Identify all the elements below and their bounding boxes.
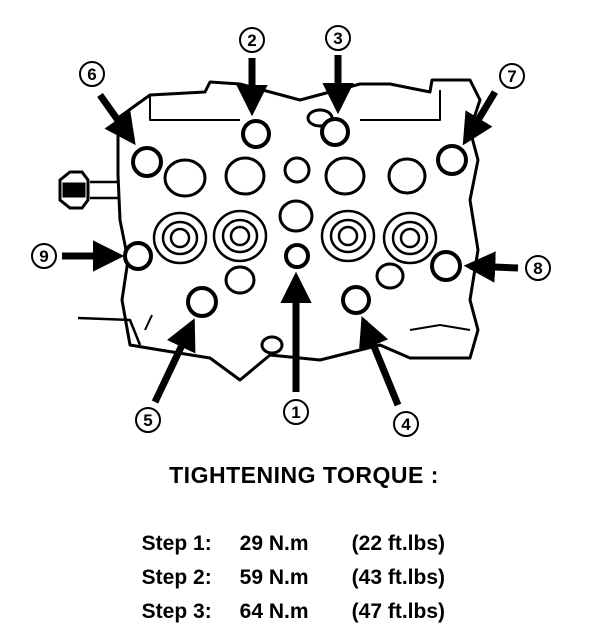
bolt-5 [186, 286, 218, 318]
callout-7: 7 [499, 63, 525, 89]
bolt-3 [320, 117, 350, 147]
step-label: Step 1: [141, 532, 212, 555]
step-label: Step 2: [141, 566, 212, 589]
callout-arrows [62, 55, 519, 407]
svg-text:1: 1 [291, 403, 300, 422]
torque-step-row: Step 2: 59 N.m (43 ft.lbs) [130, 542, 445, 590]
torque-step-row: Step 3: 64 N.m (47 ft.lbs) [130, 576, 445, 624]
bolt-8 [430, 250, 462, 282]
svg-text:6: 6 [87, 65, 96, 84]
bolt-6 [131, 146, 163, 178]
svg-text:7: 7 [507, 67, 516, 86]
step-nm-value: 29 N.m [239, 532, 309, 555]
bolt-4 [341, 285, 371, 315]
cylinder-head-diagram: 1 2 3 4 5 6 7 8 9 [31, 25, 551, 437]
svg-text:3: 3 [333, 29, 342, 48]
bolt-7 [436, 144, 468, 176]
callout-6: 6 [79, 61, 105, 87]
torque-spec-title: TIGHTENING TORQUE : [169, 462, 439, 488]
callout-4: 4 [393, 411, 419, 437]
step-label: Step 3: [141, 600, 212, 623]
svg-text:2: 2 [247, 31, 256, 50]
bolt-9 [123, 241, 153, 271]
port-openings [163, 108, 427, 355]
bolt-2 [241, 119, 271, 149]
step-ftlbs-value: (43 ft.lbs) [351, 566, 446, 589]
svg-text:8: 8 [533, 259, 542, 278]
callout-1: 1 [283, 399, 309, 425]
callout-5: 5 [135, 407, 161, 433]
cylinder-head-outline [77, 78, 482, 382]
side-bolt [58, 170, 90, 210]
head-bolts [123, 117, 468, 318]
step-nm-value: 64 N.m [239, 600, 309, 623]
svg-text:5: 5 [143, 411, 152, 430]
bolt-1 [284, 243, 310, 269]
callout-8: 8 [525, 255, 551, 281]
callout-3: 3 [325, 25, 351, 51]
spark-plug-towers [152, 209, 438, 265]
torque-step-row: Step 1: 29 N.m (22 ft.lbs) [130, 508, 445, 556]
step-ftlbs-value: (22 ft.lbs) [351, 532, 446, 555]
callout-9: 9 [31, 243, 57, 269]
svg-text:9: 9 [39, 247, 48, 266]
step-ftlbs-value: (47 ft.lbs) [351, 600, 446, 623]
svg-text:4: 4 [401, 415, 411, 434]
step-nm-value: 59 N.m [239, 566, 309, 589]
callout-2: 2 [239, 27, 265, 53]
